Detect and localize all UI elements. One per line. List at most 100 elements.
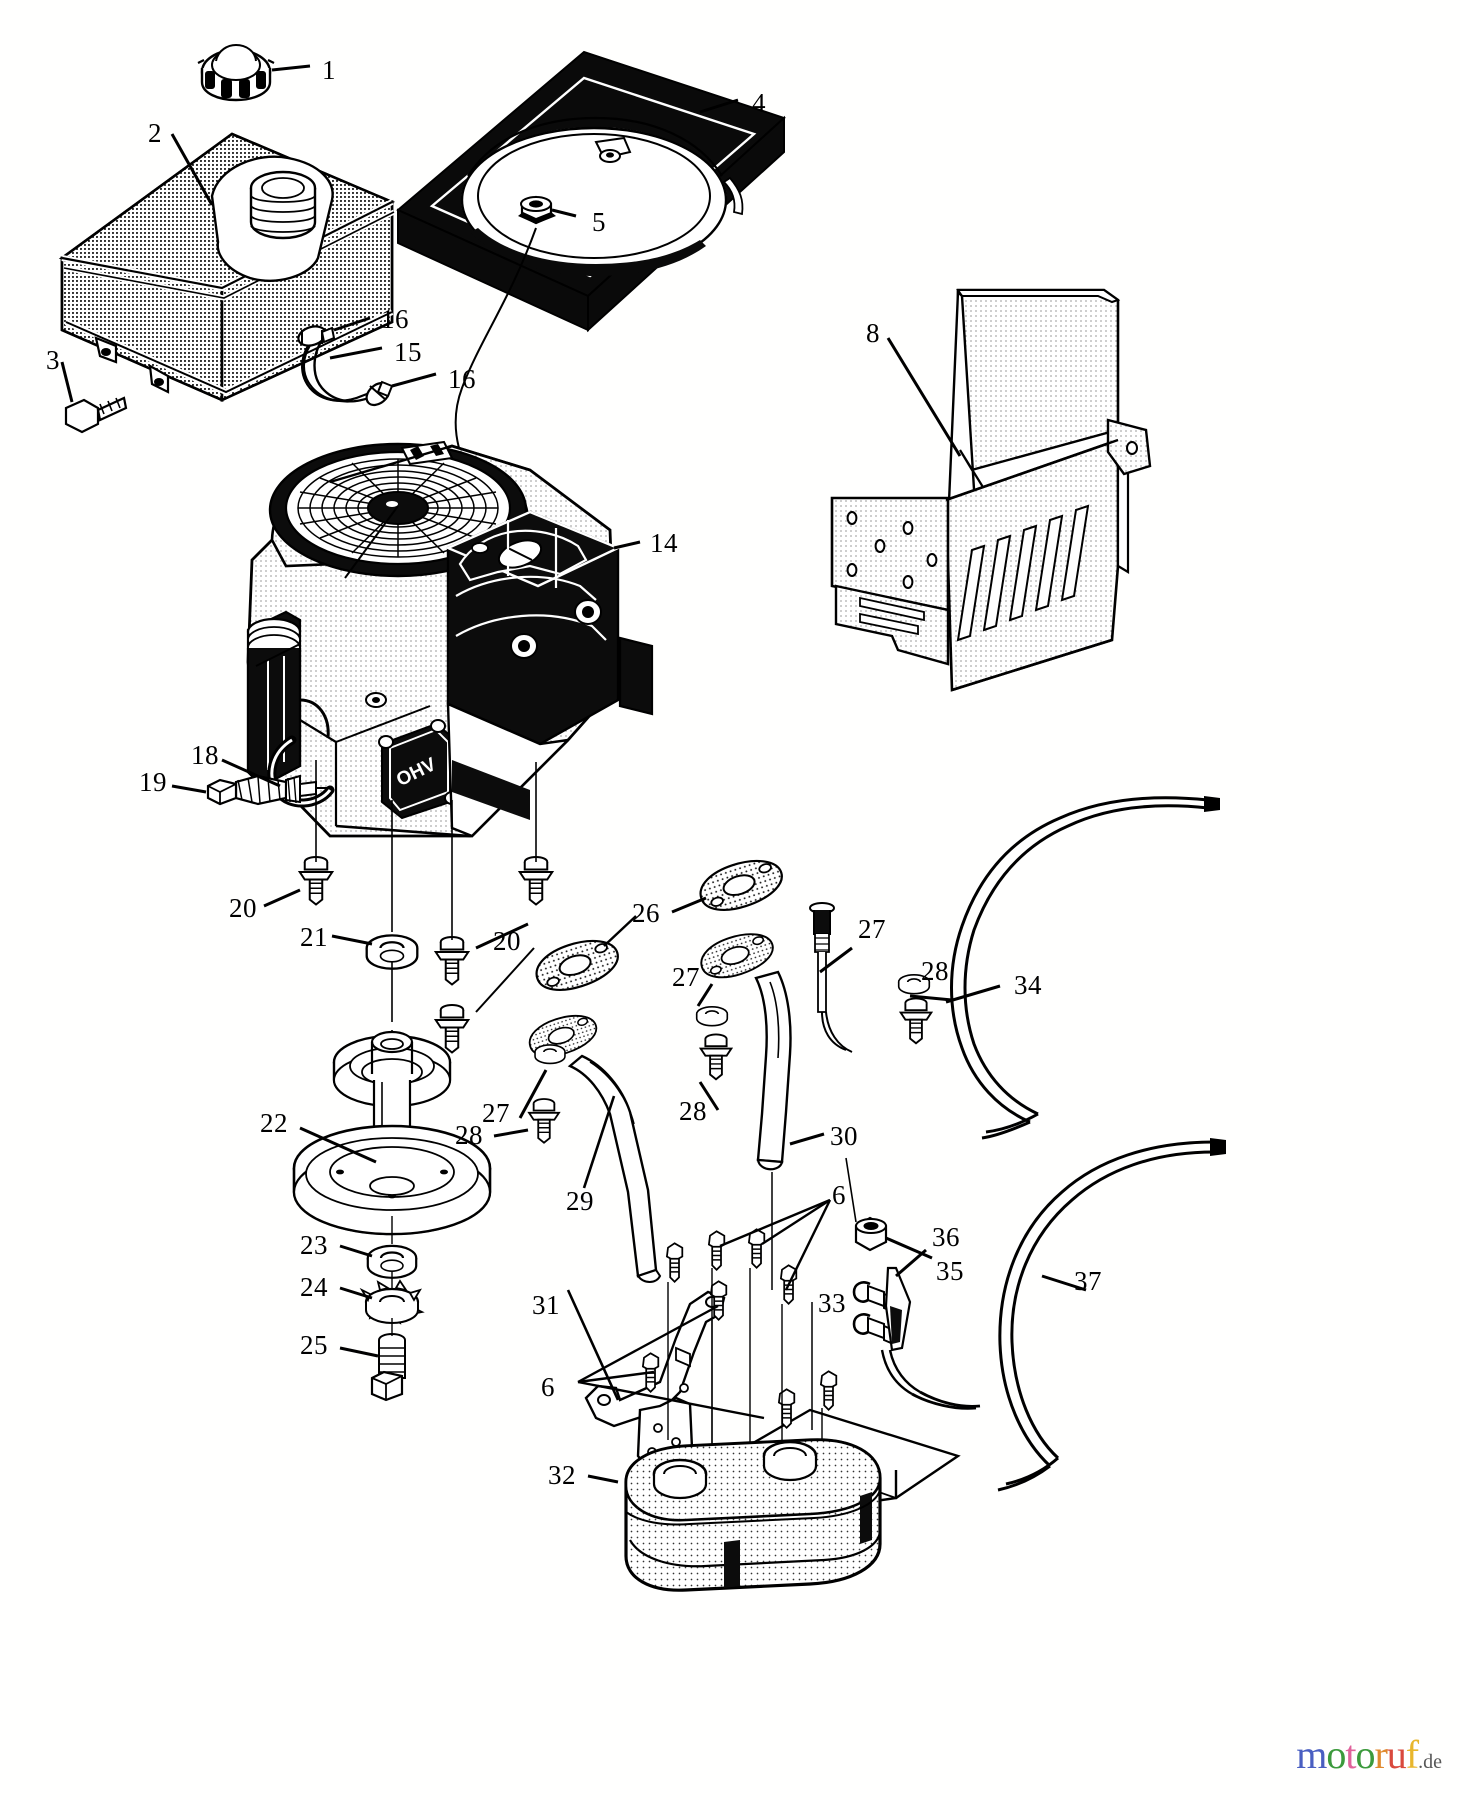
leader-8: [886, 337, 962, 457]
leader-6b-group: [577, 1304, 765, 1420]
callout-1: 1: [322, 55, 336, 85]
watermark-letter: m: [1296, 1732, 1327, 1777]
callout-14: 14: [650, 528, 678, 558]
leader-22: [299, 1126, 377, 1164]
part-engine-assembly: [246, 440, 654, 838]
callout-28c: 28: [921, 956, 949, 986]
part-spark-plug-cap: [206, 778, 238, 806]
watermark-letter: o: [1326, 1732, 1346, 1777]
part-screw-28c: [899, 997, 933, 1045]
part-spark-plug-wire-clip: [852, 1266, 981, 1410]
leader-3: [60, 361, 74, 403]
part-screw-6b: [820, 1370, 838, 1411]
leader-15: [329, 346, 383, 360]
callout-4: 4: [752, 88, 766, 118]
leader-28a: [698, 1081, 720, 1111]
part-intake-gasket-upper: [693, 850, 789, 920]
leader-25: [339, 1346, 379, 1358]
part-throttle-control-cable: [950, 796, 1220, 1140]
callout-37: 37: [1074, 1266, 1102, 1296]
callout-36: 36: [932, 1222, 960, 1252]
leader-5: [551, 208, 577, 218]
part-oil-drain-tube: [523, 1007, 662, 1283]
leader-14: [613, 540, 641, 550]
part-muffler: [624, 1438, 882, 1592]
callout-21a: 21: [300, 922, 328, 952]
part-fuel-tank: [58, 132, 396, 403]
part-hose-clamp-lower: [365, 380, 394, 407]
leader-21: [331, 934, 373, 946]
leader-37: [1041, 1274, 1087, 1292]
callout-15: 15: [394, 337, 422, 367]
leader-24: [339, 1286, 373, 1300]
part-fuel-cap: [197, 43, 275, 102]
part-engine-pan: [396, 50, 786, 333]
leader-28c: [909, 994, 953, 1002]
leader-29: [582, 1095, 616, 1189]
leader-19: [171, 784, 207, 794]
part-oil-fill-tube: [695, 924, 792, 1171]
watermark-letter: f: [1405, 1732, 1419, 1777]
leader-16-engine: [344, 505, 399, 579]
leader-23: [339, 1244, 373, 1258]
part-dipstick: [809, 902, 853, 1053]
leader-2: [170, 133, 214, 206]
leader-18: [221, 758, 281, 788]
callout-8: 8: [866, 318, 880, 348]
part-tank-screw: [64, 396, 128, 434]
leader-34: [945, 984, 1001, 1004]
callout-29: 29: [566, 1186, 594, 1216]
leader-28b: [493, 1128, 529, 1138]
leader-27a: [696, 983, 714, 1007]
callout-18: 18: [191, 740, 219, 770]
part-crankshaft-bolt: [370, 1333, 406, 1402]
leader-20b: [475, 922, 529, 950]
part-flange-lock-nut: [518, 195, 556, 225]
callout-35: 35: [936, 1256, 964, 1286]
callout-20b: 20: [493, 926, 521, 956]
part-choke-control-cable: [997, 1138, 1226, 1492]
part-hex-lock-nut: [854, 1216, 888, 1252]
callout-26: 26: [632, 898, 660, 928]
part-screw-28a: [699, 1033, 733, 1081]
callout-2: 2: [148, 118, 162, 148]
part-hose-clamp-upper: [297, 325, 336, 347]
leader-16b: [391, 372, 437, 388]
callout-31: 31: [532, 1290, 560, 1320]
leader-32: [587, 1474, 619, 1484]
callout-27c: 27: [858, 914, 886, 944]
callout-27b: 27: [482, 1098, 510, 1128]
callout-27a: 27: [672, 962, 700, 992]
part-blower-heat-shield: [830, 288, 1152, 692]
callout-28a: 28: [679, 1096, 707, 1126]
callout-20a: 20: [229, 893, 257, 923]
callout-23: 23: [300, 1230, 328, 1260]
callout-30: 30: [830, 1121, 858, 1151]
callout-19: 19: [139, 767, 167, 797]
part-screw-28b: [528, 1098, 560, 1144]
leader-36: [895, 1248, 927, 1278]
watermark-letter: u: [1386, 1732, 1407, 1777]
part-double-v-pulley: [292, 1030, 492, 1236]
callout-28b: 28: [455, 1120, 483, 1150]
watermark-letter: r: [1374, 1732, 1387, 1777]
callout-32: 32: [548, 1460, 576, 1490]
watermark-suffix: .de: [1418, 1751, 1442, 1773]
part-screw-6d: [708, 1230, 726, 1271]
leader-30: [789, 1132, 825, 1146]
leader-35: [885, 1236, 933, 1260]
callout-25: 25: [300, 1330, 328, 1360]
callout-6b: 6: [541, 1372, 555, 1402]
part-screw-6e: [666, 1242, 684, 1283]
watermark-letters: motoruf: [1296, 1732, 1419, 1777]
leader-31: [566, 1289, 620, 1401]
leader-16a: [333, 316, 371, 332]
watermark-letter: t: [1345, 1732, 1356, 1777]
leader-4: [699, 98, 739, 114]
part-hex-flange-screw-mid: [434, 936, 470, 986]
watermark-letter: o: [1355, 1732, 1375, 1777]
part-screw-6c: [748, 1228, 766, 1269]
ohv-badge: [378, 719, 460, 820]
